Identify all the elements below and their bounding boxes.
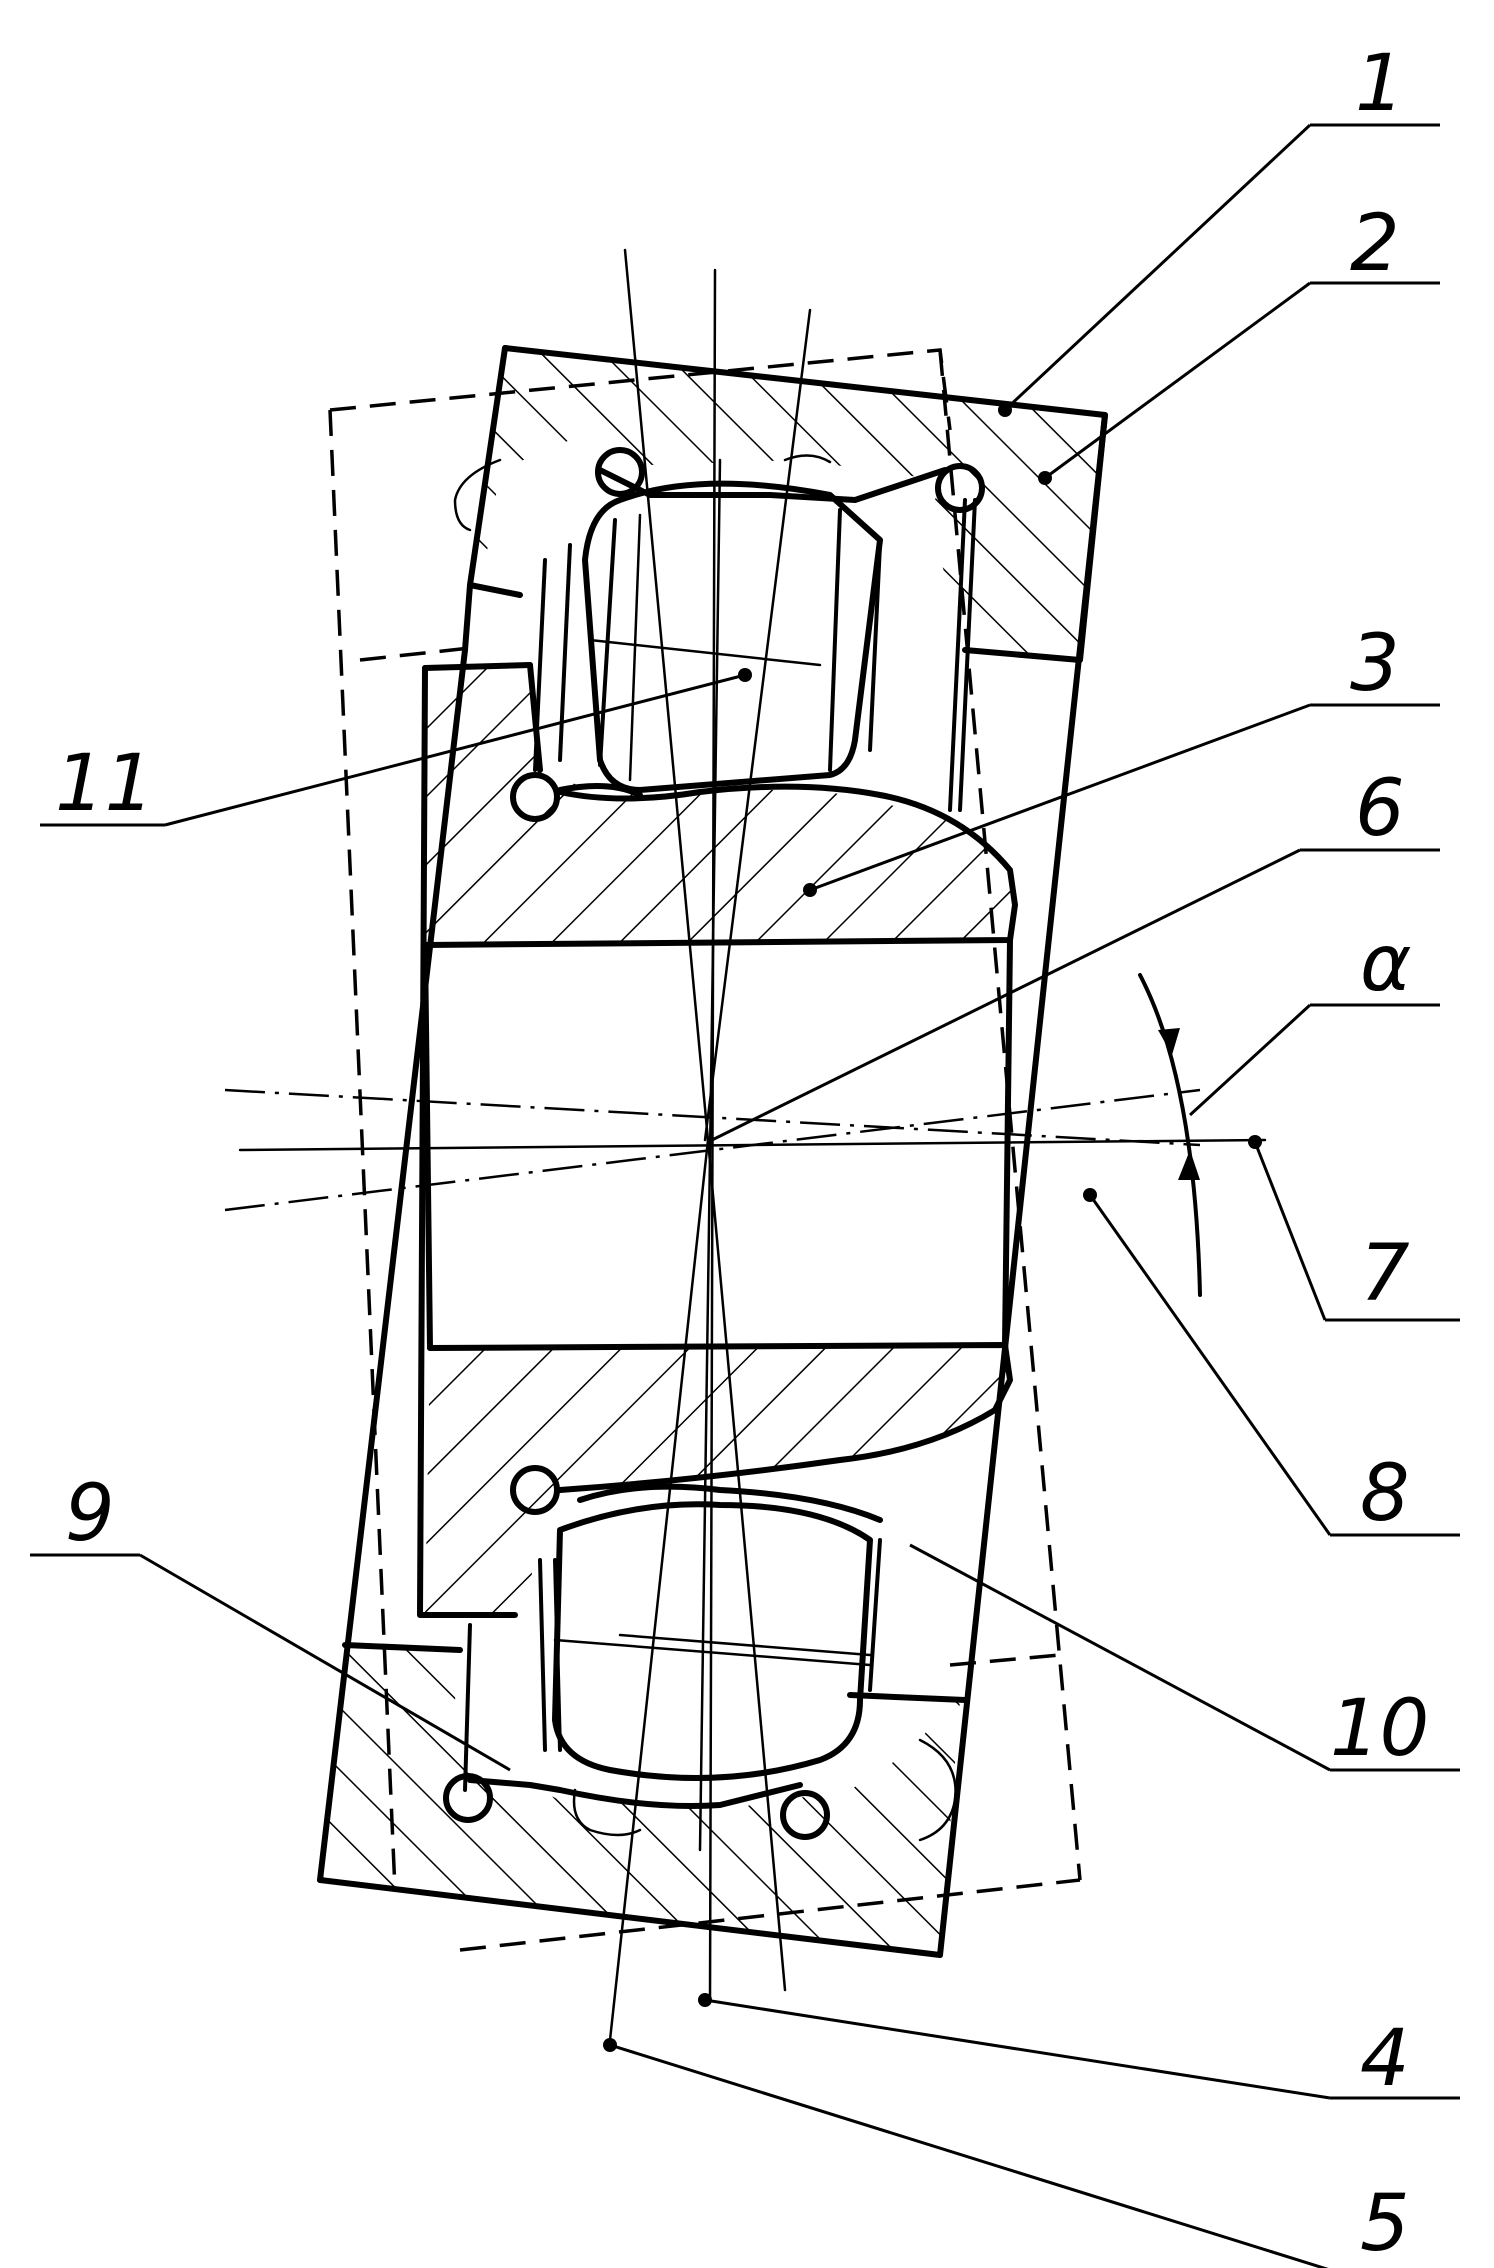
label-1: 1 (1355, 39, 1405, 129)
center-lines (224, 248, 1267, 2042)
label-alpha: α (1360, 919, 1411, 1009)
label-5: 5 (1360, 2179, 1410, 2268)
label-2: 2 (1350, 199, 1400, 289)
label-8: 8 (1360, 1449, 1410, 1539)
inner-ring (417, 662, 1018, 1618)
label-11: 11 (55, 739, 154, 829)
reference-labels: 1 2 3 6 α 7 8 10 4 5 11 9 (55, 39, 1429, 2268)
label-6: 6 (1355, 764, 1405, 854)
label-3: 3 (1350, 619, 1400, 709)
label-10: 10 (1330, 1684, 1429, 1774)
lower-roller (443, 1465, 957, 1842)
label-9: 9 (65, 1469, 115, 1559)
outer-ring-upper-hatch (470, 348, 1105, 660)
inner-ring-upper-hatch (425, 665, 1015, 945)
label-4: 4 (1360, 2014, 1410, 2104)
outer-ring-lower-hatch (320, 1645, 960, 1955)
inner-ring-lower-hatch (425, 1345, 1010, 1615)
label-7: 7 (1360, 1229, 1410, 1319)
outer-ring-lower (317, 1642, 968, 1958)
angle-alpha-indicator (1138, 973, 1202, 1297)
leader-lines (30, 123, 1460, 2268)
